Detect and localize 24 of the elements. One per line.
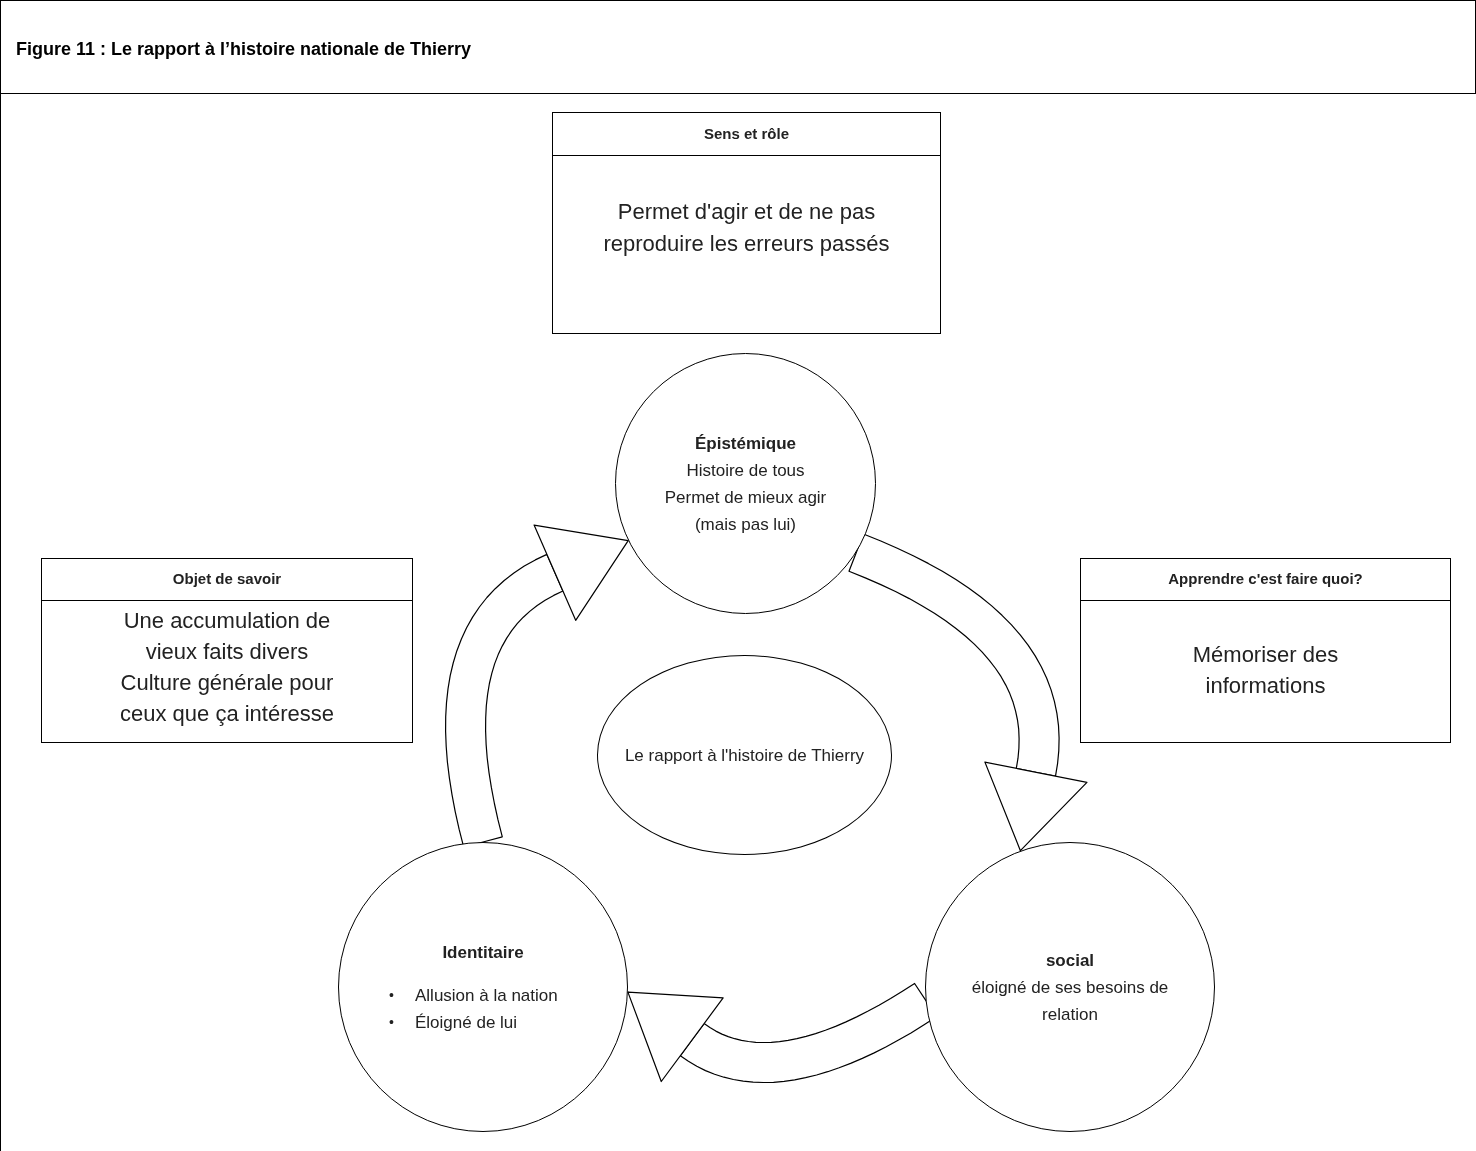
node-text: (mais pas lui) [694,513,797,536]
bullet-marker: • [389,985,395,1005]
node-text: Permet de mieux agir [664,486,827,509]
bullet-marker: • [389,1012,395,1032]
circle-heading: Identitaire [442,941,524,964]
curved-block-arrow [848,533,1088,852]
box-text: Mémoriser des informations [1191,641,1340,700]
node-text: Le rapport à l'histoire de Thierry [624,744,865,767]
box-text: Une accumulation de vieux faits divers [122,607,332,666]
info-box [1080,558,1451,743]
box-heading: Sens et rôle [553,113,940,156]
bullet-item: Allusion à la nation [415,984,558,1007]
figure-title: Figure 11 : Le rapport à l’histoire nationale de Thierry [16,38,472,61]
box-heading: Objet de savoir [42,559,412,601]
bullet-item: Éloigné de lui [415,1011,518,1034]
circle-heading: social [1045,949,1095,972]
node-text: éloigné de ses besoins de relation [970,976,1170,1026]
circle-heading: Épistémique [694,432,797,455]
box-text: Culture générale pour ceux que ça intéresse [119,669,335,728]
info-box [41,558,413,743]
box-heading: Apprendre c'est faire quoi? [1081,559,1450,601]
info-box [552,112,941,334]
node-text: Histoire de tous [686,459,805,482]
box-text: Permet d'agir et de ne pas reproduire les erreurs passés [603,198,890,258]
